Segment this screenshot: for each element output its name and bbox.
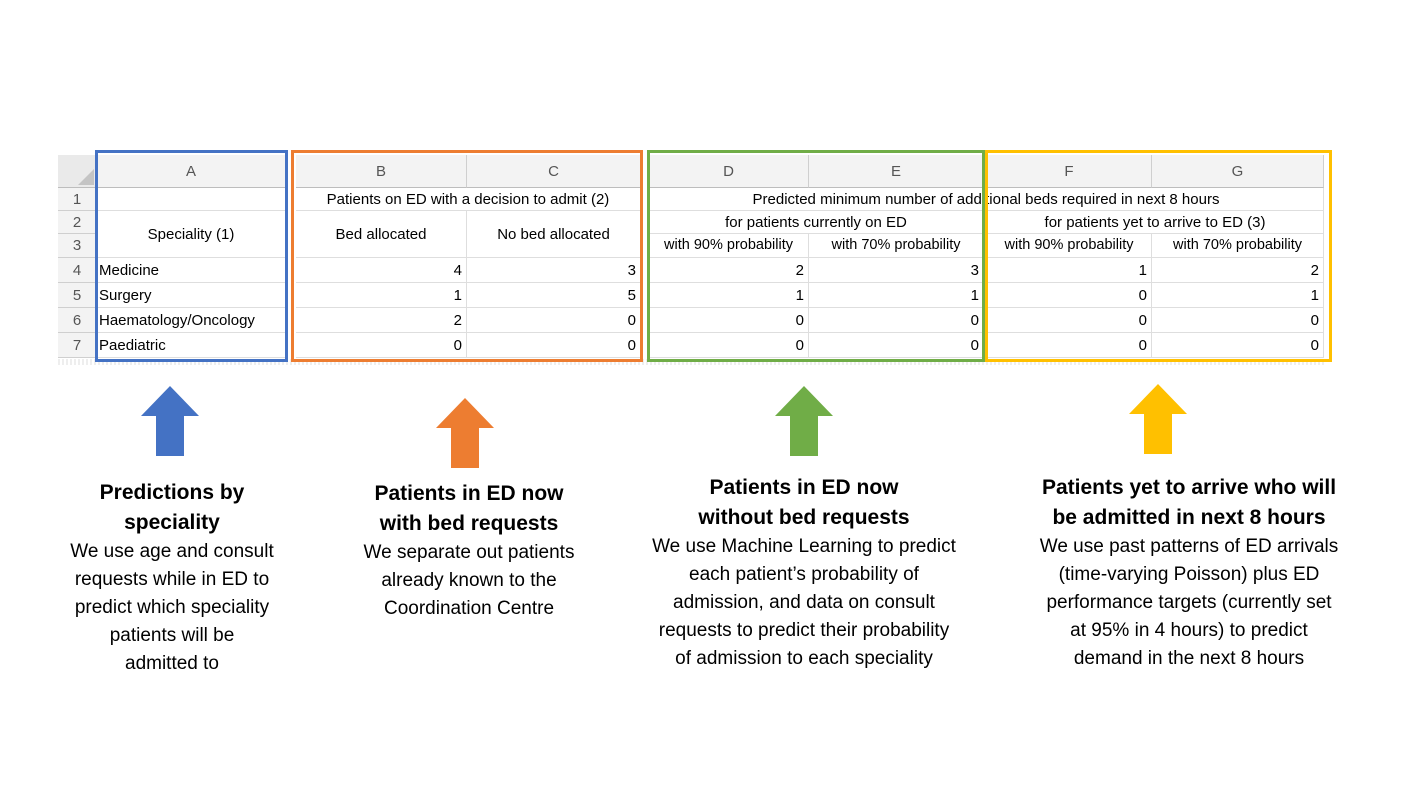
cell-f5[interactable]: 0 bbox=[987, 283, 1152, 308]
cell-d3[interactable]: with 90% probability bbox=[649, 234, 809, 258]
caption-bed-requests: Patients in ED now with bed requests We … bbox=[320, 479, 618, 623]
header-no-bed-allocated: No bed allocated bbox=[497, 225, 610, 243]
cell-f6[interactable]: 0 bbox=[987, 308, 1152, 333]
select-all-corner[interactable] bbox=[58, 155, 97, 188]
row-header-1[interactable]: 1 bbox=[58, 188, 97, 211]
orange-up-arrow-icon bbox=[436, 398, 494, 468]
row-8-edge bbox=[58, 359, 1324, 365]
cell-b5[interactable]: 1 bbox=[296, 283, 467, 308]
cell-f3[interactable]: with 90% probability bbox=[987, 234, 1152, 258]
caption-body: We separate out patients already known t… bbox=[363, 542, 575, 619]
column-header-c[interactable]: C bbox=[467, 155, 641, 188]
caption-speciality: Predictions by speciality We use age and… bbox=[38, 478, 306, 678]
cell-d5[interactable]: 1 bbox=[649, 283, 809, 308]
caption-body: We use past patterns of ED arrivals (tim… bbox=[1039, 536, 1339, 669]
cell-e3[interactable]: with 70% probability bbox=[809, 234, 984, 258]
blue-up-arrow-icon bbox=[141, 386, 199, 456]
speciality-cell[interactable]: Surgery bbox=[97, 283, 286, 308]
speciality-cell[interactable]: Paediatric bbox=[97, 333, 286, 358]
cell-f7[interactable]: 0 bbox=[987, 333, 1152, 358]
header-yet-to-arrive: for patients yet to arrive to ED (3) bbox=[1044, 213, 1266, 231]
header-predicted-beds: Predicted minimum number of additional b… bbox=[752, 190, 1220, 208]
cell-b6[interactable]: 2 bbox=[296, 308, 467, 333]
row-header-3[interactable]: 3 bbox=[58, 234, 97, 258]
cell-c7[interactable]: 0 bbox=[467, 333, 641, 358]
cell-g5[interactable]: 1 bbox=[1152, 283, 1324, 308]
header-currently-on-ed: for patients currently on ED bbox=[725, 213, 907, 231]
caption-title: Patients in ED now without bed requests bbox=[698, 476, 910, 529]
header-bed-allocated: Bed allocated bbox=[335, 225, 427, 243]
cell-a1[interactable] bbox=[97, 188, 286, 211]
cell-c2-c3-merged[interactable]: No bed allocated bbox=[467, 211, 641, 258]
cell-b1-merged[interactable]: Patients on ED with a decision to admit … bbox=[296, 188, 641, 211]
cell-g6[interactable]: 0 bbox=[1152, 308, 1324, 333]
caption-no-bed-requests: Patients in ED now without bed requests … bbox=[620, 473, 988, 673]
column-header-a[interactable]: A bbox=[97, 155, 286, 188]
cell-e5[interactable]: 1 bbox=[809, 283, 984, 308]
green-up-arrow-icon bbox=[775, 386, 833, 456]
caption-yet-to-arrive: Patients yet to arrive who will be admit… bbox=[1002, 473, 1376, 673]
yellow-up-arrow-icon bbox=[1129, 384, 1187, 454]
cell-f4[interactable]: 1 bbox=[987, 258, 1152, 283]
cell-g3[interactable]: with 70% probability bbox=[1152, 234, 1324, 258]
caption-body: We use Machine Learning to predict each … bbox=[652, 536, 956, 669]
cell-e4[interactable]: 3 bbox=[809, 258, 984, 283]
row-header-5[interactable]: 5 bbox=[58, 283, 97, 308]
cell-d4[interactable]: 2 bbox=[649, 258, 809, 283]
caption-title: Patients yet to arrive who will be admit… bbox=[1041, 476, 1337, 529]
cell-f2-merged[interactable]: for patients yet to arrive to ED (3) bbox=[987, 211, 1324, 234]
cell-b7[interactable]: 0 bbox=[296, 333, 467, 358]
header-decision-to-admit: Patients on ED with a decision to admit … bbox=[326, 190, 610, 208]
caption-title: Predictions by speciality bbox=[99, 481, 245, 534]
row-header-6[interactable]: 6 bbox=[58, 308, 97, 333]
row-header-7[interactable]: 7 bbox=[58, 333, 97, 358]
speciality-cell[interactable]: Medicine bbox=[97, 258, 286, 283]
cell-a2-a3-merged[interactable]: Speciality (1) bbox=[97, 211, 286, 258]
cell-d2-merged[interactable]: for patients currently on ED bbox=[649, 211, 984, 234]
caption-title: Patients in ED now with bed requests bbox=[374, 482, 564, 535]
column-header-d[interactable]: D bbox=[649, 155, 809, 188]
cell-d6[interactable]: 0 bbox=[649, 308, 809, 333]
cell-g7[interactable]: 0 bbox=[1152, 333, 1324, 358]
cell-b2-b3-merged[interactable]: Bed allocated bbox=[296, 211, 467, 258]
column-header-e[interactable]: E bbox=[809, 155, 984, 188]
row-header-2[interactable]: 2 bbox=[58, 211, 97, 234]
column-header-g[interactable]: G bbox=[1152, 155, 1324, 188]
cell-c4[interactable]: 3 bbox=[467, 258, 641, 283]
column-header-b[interactable]: B bbox=[296, 155, 467, 188]
cell-b4[interactable]: 4 bbox=[296, 258, 467, 283]
caption-body: We use age and consult requests while in… bbox=[70, 541, 274, 674]
cell-c5[interactable]: 5 bbox=[467, 283, 641, 308]
speciality-cell[interactable]: Haematology/Oncology bbox=[97, 308, 286, 333]
cell-d1-merged[interactable]: Predicted minimum number of additional b… bbox=[649, 188, 1324, 211]
column-header-f[interactable]: F bbox=[987, 155, 1152, 188]
cell-e6[interactable]: 0 bbox=[809, 308, 984, 333]
row-header-4[interactable]: 4 bbox=[58, 258, 97, 283]
header-speciality: Speciality (1) bbox=[147, 225, 235, 243]
cell-d7[interactable]: 0 bbox=[649, 333, 809, 358]
cell-c6[interactable]: 0 bbox=[467, 308, 641, 333]
cell-e7[interactable]: 0 bbox=[809, 333, 984, 358]
cell-g4[interactable]: 2 bbox=[1152, 258, 1324, 283]
